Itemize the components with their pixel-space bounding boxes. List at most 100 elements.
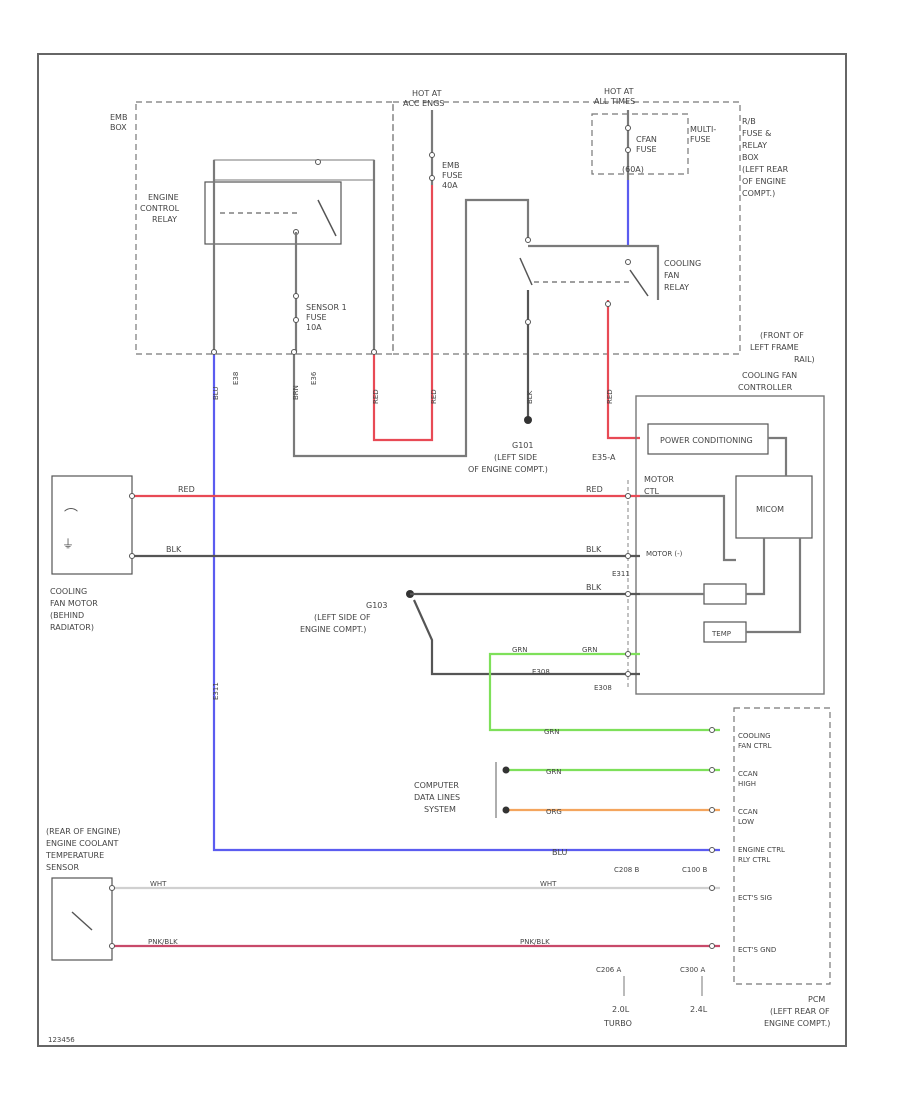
pin-ctrl-grn (625, 651, 631, 657)
hot-all-label-2: ALL TIMES (594, 97, 635, 106)
ecr-term-1 (315, 159, 321, 165)
grn-wire-fan-ctrl (488, 652, 720, 732)
micom-box (735, 475, 813, 539)
cdl-label-3: SYSTEM (424, 805, 456, 814)
front-frame-label-4: COOLING FAN (742, 371, 797, 380)
pcm-pin-5: ECT'S SIG (738, 894, 772, 902)
c300a-label: C300 A (680, 966, 705, 974)
c208b-label: C208 B (614, 866, 639, 874)
pin-ect-1 (109, 885, 115, 891)
e36-tag: E36 (310, 371, 318, 385)
e35a-label: E35-A (592, 453, 616, 462)
blu-tag-vert: BLU (212, 387, 220, 400)
pin-ctrl-blk2 (625, 671, 631, 677)
sensor-fuse-term-bot (293, 317, 299, 323)
cfan-term-top (625, 125, 631, 131)
pin-ect-2 (109, 943, 115, 949)
multi-fuse-label-1: MULTI- (690, 125, 716, 134)
sensor-fuse-label-3: 10A (306, 323, 322, 332)
relay-frame-top (213, 159, 375, 181)
cf-motor-label-3: (BEHIND (50, 611, 84, 620)
cooling-fan-controller-box (635, 395, 825, 695)
pin-motor-red (129, 493, 135, 499)
cfan-term-bot (625, 147, 631, 153)
pcm-pin-2b: HIGH (738, 780, 756, 788)
red-wire-cf-relay (606, 300, 640, 440)
c100b-label: C100 B (682, 866, 707, 874)
rb-box-outline (392, 101, 741, 355)
multi-fuse-label-2: FUSE (690, 135, 711, 144)
red-motor-tag-l: RED (178, 485, 195, 494)
pin-emb-red (371, 349, 377, 355)
red-wire-emb (372, 185, 434, 442)
cdl-label-1: COMPUTER (414, 781, 459, 790)
blk-motor-tag-l: BLK (166, 545, 182, 554)
motor-neg-label: MOTOR (-) (646, 550, 683, 558)
cfan-label-1: CFAN (636, 135, 657, 144)
blk-g103-tag: BLK (586, 583, 602, 592)
blk-tag-vert: BLK (526, 390, 534, 404)
pcm-label-1: PCM (808, 995, 825, 1004)
wht-tag-r: WHT (540, 880, 557, 888)
motor-ground-icon: ⏚ (62, 537, 74, 551)
front-frame-label-2: LEFT FRAME (750, 343, 799, 352)
blk-motor-tag-r: BLK (586, 545, 602, 554)
ect-label-3: TEMPERATURE (45, 851, 104, 860)
pin-pcm-2 (709, 767, 715, 773)
g101-label-3: OF ENGINE COMPT.) (468, 465, 548, 474)
motor-sense-resistor (703, 583, 747, 605)
ecr-switch (317, 199, 337, 237)
pin-motor-blk (129, 553, 135, 559)
e311-tag-v: E311 (212, 682, 220, 700)
cfan-label-3: (60A) (622, 165, 644, 174)
wht-tag-l: WHT (150, 880, 167, 888)
variant-label-3: 2.4L (690, 1005, 708, 1014)
emb-fuse-term-bot (429, 175, 435, 181)
red-tag-vert-2: RED (430, 389, 438, 404)
ctrl-int-2 (768, 436, 788, 476)
ecr-label-1: ENGINE (148, 193, 179, 202)
front-frame-label-3: RAIL) (794, 355, 815, 364)
emb-fuse-label-1: EMB (442, 161, 459, 170)
ccan-high-node (502, 766, 510, 774)
pin-pcm-4 (709, 847, 715, 853)
pcm-box-outline (733, 707, 831, 985)
e311-tag: E311 (612, 570, 630, 578)
hot-acc-label-2: ACC ENGS (403, 99, 444, 108)
cf-relay-label-1: COOLING (664, 259, 701, 268)
ccan-low-node (502, 806, 510, 814)
cf-relay-out-term (605, 301, 611, 307)
engine-control-relay-box (204, 181, 342, 245)
micom-label: MICOM (756, 505, 784, 514)
emb-box-outline (135, 101, 394, 355)
pin-pcm-3 (709, 807, 715, 813)
cooling-fan-motor-box (51, 475, 133, 575)
cf-relay-term-1 (525, 237, 531, 243)
ect-sensor-box (51, 877, 113, 961)
ctrl-int-3 (746, 538, 766, 596)
cf-relay-label-2: FAN (664, 271, 679, 280)
rb-label-6: OF ENGINE (742, 177, 786, 186)
pin-ctrl-red (625, 493, 631, 499)
motor-symbol-icon: ⌒ (64, 508, 78, 524)
ect-label-4: SENSOR (46, 863, 79, 872)
gray-loop-wire (292, 198, 530, 458)
pcm-label-3: ENGINE COMPT.) (764, 1019, 830, 1028)
pcm-pin-2a: CCAN (738, 770, 758, 778)
variant-label-2: TURBO (603, 1019, 632, 1028)
cfan-label-2: FUSE (636, 145, 657, 154)
pin-ctrl-blk (625, 553, 631, 559)
ect-label-2: ENGINE COOLANT (46, 839, 118, 848)
blue-wire-ecr (212, 352, 720, 852)
emb-fuse-label-3: 40A (442, 181, 458, 190)
sensor-fuse-label-1: SENSOR 1 (306, 303, 347, 312)
footer-id: 123456 (48, 1036, 75, 1044)
pin-emb-blu (211, 349, 217, 355)
pcm-pin-6: ECT'S GND (738, 946, 776, 954)
outer-frame (37, 53, 847, 1047)
c206a-label: C206 A (596, 966, 621, 974)
cf-motor-label-4: RADIATOR) (50, 623, 94, 632)
pin-pcm-1 (709, 727, 715, 733)
emb-fuse-label-2: FUSE (442, 171, 463, 180)
